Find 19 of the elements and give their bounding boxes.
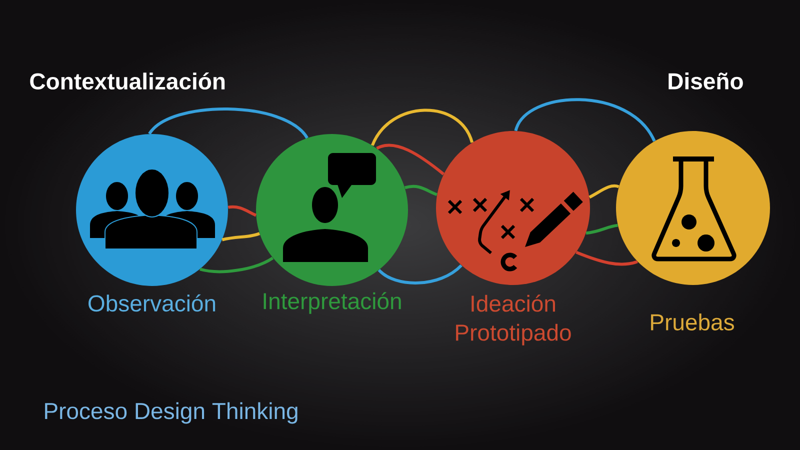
caption: Proceso Design Thinking — [45, 402, 298, 424]
step-label: Ideación Prototipado — [456, 294, 571, 346]
connector — [404, 184, 438, 196]
connector — [378, 264, 462, 284]
step-label: Interpretación — [264, 292, 401, 314]
connector — [586, 224, 618, 235]
connector — [148, 108, 308, 139]
connector — [228, 205, 257, 217]
connector — [200, 256, 274, 274]
connector — [588, 184, 620, 199]
phase-heading: Contextualización — [30, 72, 225, 90]
connector — [371, 108, 474, 146]
step-label: Pruebas — [651, 314, 734, 330]
connector — [376, 144, 445, 176]
connector — [222, 232, 260, 242]
phase-heading: Diseño — [668, 72, 743, 90]
connector — [576, 250, 638, 266]
step-label: Observación — [88, 294, 216, 312]
connector — [514, 98, 656, 142]
